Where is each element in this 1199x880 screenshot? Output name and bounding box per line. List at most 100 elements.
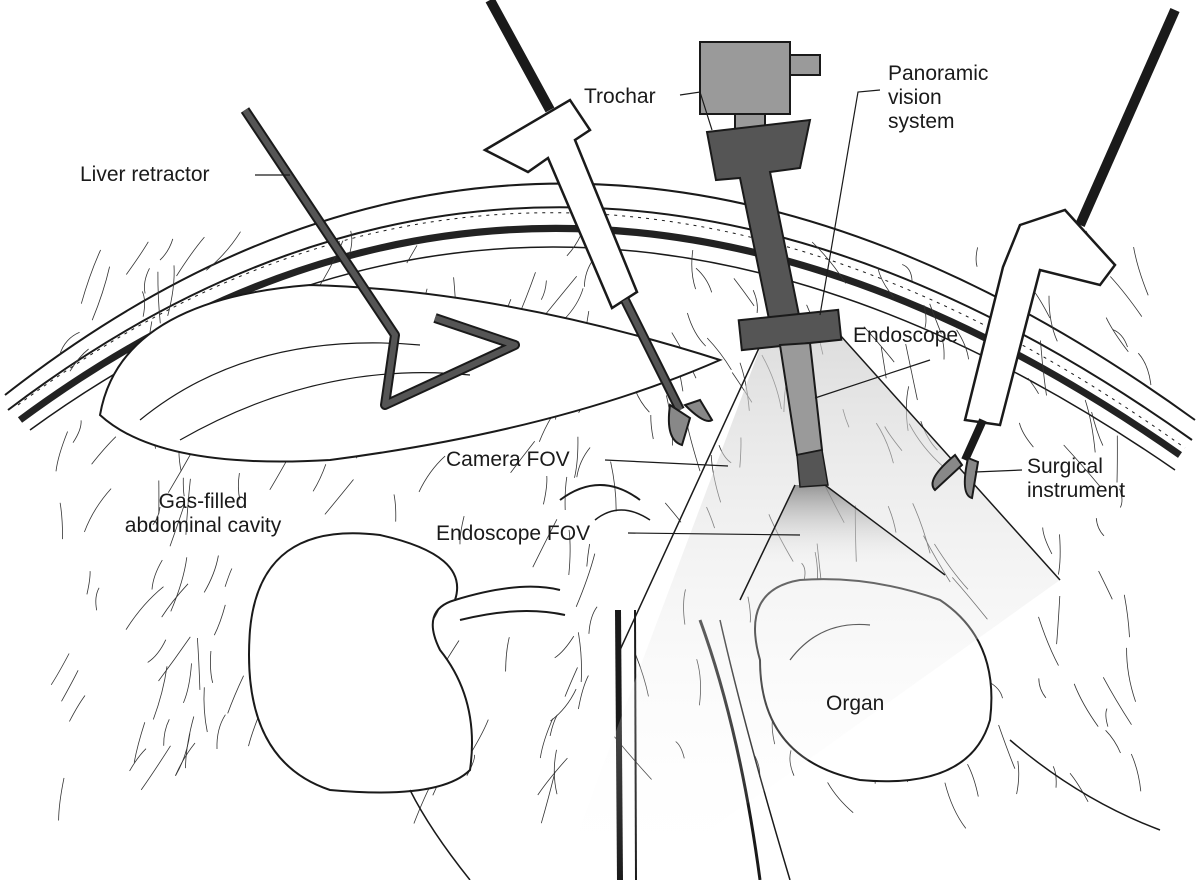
tissue-fold-stroke [1106, 318, 1128, 352]
tissue-fold-stroke [945, 783, 966, 829]
tissue-fold-stroke [69, 696, 85, 722]
tissue-fold-stroke [62, 670, 79, 701]
tissue-fold-stroke [542, 276, 577, 318]
tissue-fold-stroke [1106, 730, 1121, 753]
tissue-fold-stroke [60, 503, 63, 539]
label-panoramic-vision-system: Panoramic vision system [888, 62, 988, 134]
tissue-fold-stroke [141, 746, 170, 790]
tissue-fold-stroke [1103, 677, 1131, 724]
tissue-fold-stroke [126, 587, 164, 630]
tissue-fold-stroke [217, 715, 225, 749]
tissue-fold-stroke [73, 420, 81, 442]
tissue-fold-stroke [1058, 534, 1060, 574]
tissue-fold-stroke [59, 778, 64, 821]
tissue-fold-stroke [87, 571, 90, 594]
tissue-fold-stroke [204, 556, 218, 593]
tissue-fold-stroke [753, 290, 757, 313]
tissue-fold-stroke [148, 640, 166, 663]
tissue-fold-stroke [394, 494, 396, 521]
tissue-fold-stroke [158, 272, 160, 324]
tissue-fold-stroke [186, 717, 194, 769]
tissue-fold-stroke [210, 651, 212, 683]
tissue-fold-stroke [168, 265, 174, 316]
tissue-fold-stroke [564, 288, 583, 319]
tissue-fold-stroke [587, 544, 590, 567]
tissue-fold-stroke [152, 560, 162, 589]
label-surgical-instrument: Surgical instrument [1027, 455, 1125, 503]
tissue-fold-stroke [81, 250, 100, 304]
label-camera-fov: Camera FOV [446, 448, 570, 472]
tissue-fold-stroke [51, 654, 69, 685]
label-endoscope-fov: Endoscope FOV [436, 522, 590, 546]
tissue-fold-stroke [555, 636, 574, 658]
tissue-fold-stroke [313, 464, 326, 491]
tissue-fold-stroke [541, 281, 546, 300]
tissue-fold-stroke [1043, 528, 1052, 554]
tissue-fold-stroke [976, 247, 978, 266]
tissue-fold-stroke [183, 663, 191, 703]
tissue-fold-stroke [589, 607, 597, 634]
tissue-fold-stroke [171, 557, 187, 611]
tissue-fold-stroke [419, 456, 445, 492]
tissue-fold-stroke [228, 676, 244, 714]
tissue-fold-stroke [1106, 709, 1108, 727]
tissue-fold-stroke [159, 637, 191, 681]
tissue-fold-stroke [575, 437, 578, 478]
tissue-fold-stroke [551, 689, 577, 721]
tissue-fold-stroke [407, 245, 417, 263]
tissue-fold-stroke [214, 605, 225, 635]
tissue-fold-stroke [565, 667, 578, 696]
tissue-fold-stroke [142, 291, 144, 316]
label-endoscope: Endoscope [853, 324, 958, 348]
tissue-fold-stroke [576, 554, 595, 607]
label-panoramic-line-2: vision [888, 86, 988, 110]
tissue-fold-stroke [1124, 595, 1129, 637]
tissue-fold-stroke [160, 239, 173, 260]
tissue-fold-stroke [1070, 773, 1088, 802]
tissue-fold-stroke [999, 725, 1015, 769]
tissue-fold-stroke [1113, 330, 1128, 348]
label-organ: Organ [826, 692, 884, 716]
tissue-fold-stroke [92, 437, 116, 465]
tissue-fold-stroke [325, 480, 354, 515]
tissue-fold-stroke [540, 719, 553, 759]
tissue-fold-stroke [126, 242, 148, 275]
tissue-fold-stroke [1074, 684, 1098, 727]
tissue-fold-stroke [734, 278, 754, 306]
label-panoramic-line-1: Panoramic [888, 62, 988, 86]
tissue-fold-stroke [1039, 678, 1046, 698]
tissue-fold-stroke [968, 764, 979, 796]
tissue-fold-stroke [153, 666, 167, 719]
tissue-fold-stroke [176, 733, 190, 775]
tissue-fold-stroke [578, 632, 581, 682]
label-trochar: Trochar [584, 85, 656, 109]
tissue-fold-stroke [1092, 412, 1103, 446]
tissue-fold-stroke [696, 268, 712, 292]
tissue-fold-stroke [164, 719, 170, 745]
tissue-fold-stroke [828, 782, 854, 812]
tissue-fold-stroke [1053, 766, 1056, 787]
tissue-fold-stroke [130, 749, 146, 771]
tissue-fold-stroke [506, 637, 510, 671]
tissue-fold-stroke [687, 313, 705, 346]
tissue-fold-stroke [1110, 277, 1142, 317]
tissue-fold-stroke [1039, 617, 1059, 666]
tissue-fold-stroke [651, 415, 654, 439]
tissue-fold-stroke [1127, 648, 1136, 702]
label-gas-filled-line-2: abdominal cavity [113, 514, 293, 538]
tissue-fold-stroke [1017, 761, 1019, 794]
label-surgical-line-2: instrument [1027, 479, 1125, 503]
label-surgical-line-1: Surgical [1027, 455, 1125, 479]
tissue-fold-stroke [567, 235, 581, 256]
tissue-fold-stroke [578, 676, 588, 709]
label-liver-retractor: Liver retractor [80, 163, 210, 187]
tissue-fold-stroke [550, 715, 557, 736]
tissue-fold-stroke [1057, 596, 1060, 644]
tissue-fold-stroke [565, 477, 567, 510]
tissue-fold-stroke [144, 268, 149, 293]
label-gas-filled-abdominal-cavity: Gas-filled abdominal cavity [113, 490, 293, 538]
tissue-fold-stroke [577, 448, 590, 478]
tissue-fold-stroke [692, 250, 696, 289]
tissue-fold-stroke [84, 489, 111, 532]
